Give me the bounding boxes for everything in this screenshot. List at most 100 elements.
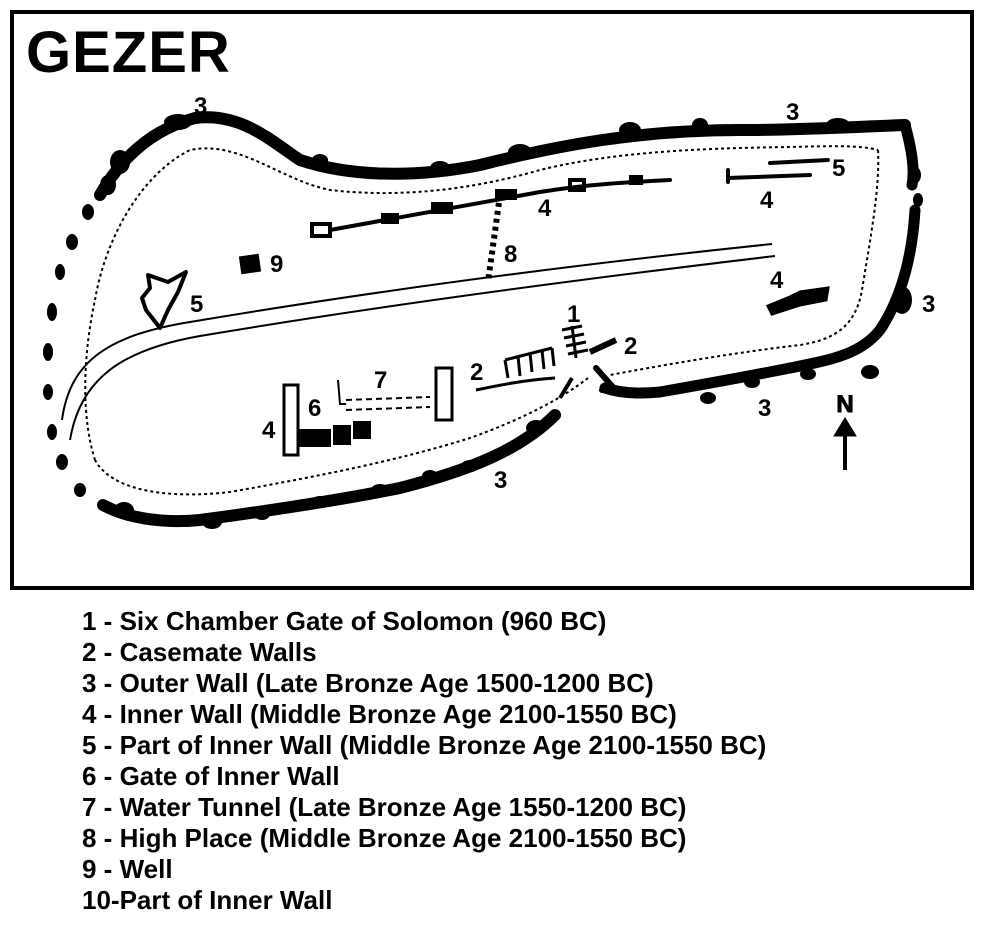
bastion: [110, 150, 130, 174]
label-inner-wall-5-west: 5: [190, 291, 203, 318]
inner-wall-part5-west: [140, 270, 188, 330]
bastion: [82, 204, 94, 220]
label-outer-wall-3-s: 3: [494, 467, 507, 494]
inner-wall-sw-tower: [282, 383, 300, 457]
legend-item: 10-Part of Inner Wall: [82, 885, 333, 915]
bastion: [43, 343, 53, 361]
bastion: [74, 483, 86, 497]
inner-gate-block: [299, 429, 331, 447]
map-labels: 1 2 2 3 3 3 3 3 4 4 4 4 5 5 6 7 8 9: [190, 93, 935, 494]
label-outer-wall-3-nw: 3: [194, 93, 207, 120]
legend-item: 6 - Gate of Inner Wall: [82, 761, 340, 791]
gate-chamber-lines: [561, 324, 589, 359]
bastion: [430, 161, 450, 175]
bastion: [43, 384, 53, 400]
slope-line-east: [609, 149, 880, 376]
legend-item: 4 - Inner Wall (Middle Bronze Age 2100-1…: [82, 699, 677, 729]
bastion: [692, 118, 708, 132]
bastion: [526, 420, 546, 436]
label-inner-wall-4-ne: 4: [760, 187, 774, 214]
label-well-9: 9: [270, 251, 283, 278]
bastion: [744, 376, 760, 388]
casemate-right: [593, 365, 618, 393]
inner-wall-tower: [381, 213, 399, 224]
bastion: [422, 470, 438, 482]
bastion: [164, 114, 192, 130]
inner-wall-tower: [495, 189, 517, 200]
tunnel-line-upper: [345, 396, 431, 401]
inner-slope-hatching: [84, 145, 880, 496]
label-inner-wall-4-sw: 4: [262, 417, 276, 444]
casemate-right-gap: [558, 376, 574, 400]
slope-line-north: [94, 145, 879, 301]
bastion: [371, 484, 389, 496]
label-outer-wall-3-se: 3: [758, 395, 771, 422]
legend-item: 1 - Six Chamber Gate of Solomon (960 BC): [82, 606, 607, 636]
label-casemate-2-left: 2: [470, 359, 483, 386]
outer-wall-east-lower-segment: [784, 204, 921, 374]
bastion: [100, 175, 116, 195]
bastion: [55, 264, 65, 280]
outer-wall-north-segment: [94, 111, 911, 201]
inner-wall-part5-ne: [768, 158, 830, 165]
north-arrow: N: [833, 391, 857, 470]
inner-wall-tower: [568, 178, 586, 192]
inner-gate-block: [353, 421, 371, 439]
north-arrow-head: [833, 417, 857, 437]
site-plan-map: N 1 2 2 3 3 3 3 3 4 4 4 4 5 5 6 7 8 9: [43, 93, 935, 529]
bastion: [826, 118, 850, 132]
bastion: [311, 496, 329, 508]
legend-item: 5 - Part of Inner Wall (Middle Bronze Ag…: [82, 730, 767, 760]
road: [61, 243, 776, 441]
bastion: [47, 424, 57, 440]
legend-item: 8 - High Place (Middle Bronze Age 2100-1…: [82, 823, 687, 853]
road-line-upper: [61, 243, 773, 421]
bastion: [47, 303, 57, 321]
inner-wall-northeast: [726, 158, 830, 184]
casemate-left: [475, 376, 556, 392]
bastion: [202, 515, 222, 529]
label-gate-1: 1: [567, 301, 580, 328]
label-outer-wall-3-e: 3: [922, 291, 935, 318]
six-chamber-gate: [561, 324, 618, 359]
bastion: [700, 392, 716, 404]
legend: 1 - Six Chamber Gate of Solomon (960 BC)…: [82, 606, 766, 916]
road-line-lower: [69, 255, 776, 441]
bastion: [56, 454, 68, 470]
casemate-walls: [475, 346, 618, 400]
inner-wall-tower: [431, 202, 453, 214]
label-inner-wall-4-east: 4: [770, 267, 784, 294]
legend-item: 2 - Casemate Walls: [82, 637, 317, 667]
bastion: [461, 460, 479, 472]
inner-wall-north: [310, 175, 672, 238]
bastion: [861, 365, 879, 379]
inner-wall-east: [765, 286, 830, 316]
north-label: N: [836, 391, 853, 418]
bastion: [800, 368, 816, 380]
label-outer-wall-3-ne: 3: [786, 99, 799, 126]
bastion: [913, 193, 923, 207]
map-title: GEZER: [26, 20, 231, 85]
legend-item: 3 - Outer Wall (Late Bronze Age 1500-120…: [82, 668, 654, 698]
tunnel-pool: [434, 366, 454, 422]
label-inner-wall-5-ne: 5: [832, 155, 845, 182]
inner-wall-southwest: [282, 383, 371, 457]
bastion: [66, 234, 78, 250]
label-gate-6: 6: [308, 395, 321, 422]
tunnel-shaft: [337, 379, 346, 405]
casemate-chambers: [503, 346, 556, 379]
label-tunnel-7: 7: [374, 367, 387, 394]
high-place-stones: [485, 194, 503, 283]
bastion: [911, 167, 921, 183]
legend-item: 7 - Water Tunnel (Late Bronze Age 1550-1…: [82, 792, 687, 822]
outer-wall-southeast-segment: [599, 362, 796, 399]
tunnel-line-lower: [345, 406, 431, 411]
bastion: [312, 154, 328, 166]
outer-wall-bastions: [43, 114, 923, 529]
inner-gate-block: [333, 425, 351, 445]
inner-wall-tower: [310, 222, 332, 238]
inner-wall-ne-line: [726, 173, 812, 180]
outer-wall-east-segment: [899, 119, 919, 191]
bastion: [254, 508, 270, 520]
slope-line-south: [94, 377, 589, 496]
